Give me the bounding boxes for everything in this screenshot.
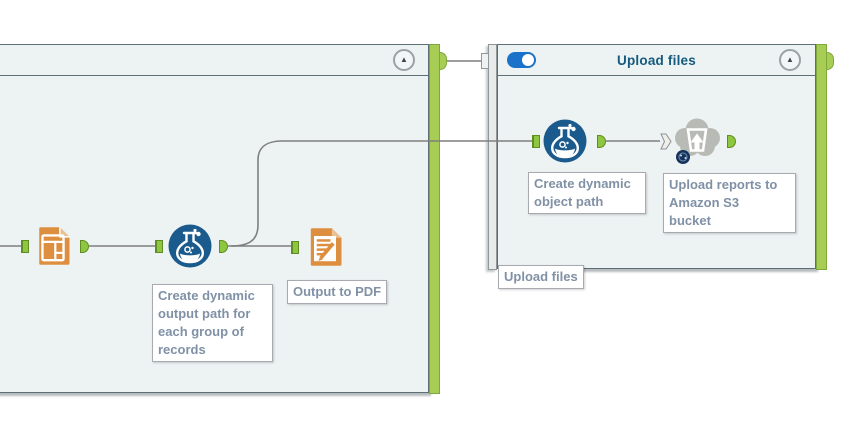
- triangle-up-icon: ▲: [400, 55, 408, 64]
- cloud-upload-bucket-icon[interactable]: [670, 116, 724, 171]
- s3-output-anchor[interactable]: [727, 135, 736, 148]
- container-name-label[interactable]: Upload files: [498, 265, 584, 289]
- render-input-anchor[interactable]: [291, 241, 299, 254]
- formula1-input-anchor[interactable]: [155, 240, 163, 253]
- container-left-header[interactable]: ▲: [0, 45, 428, 76]
- toggle-on-icon[interactable]: [507, 52, 536, 68]
- tool-annotation[interactable]: Upload reports to Amazon S3 bucket: [663, 173, 796, 233]
- formula2-input-anchor[interactable]: [532, 135, 540, 148]
- triangle-up-icon: ▲: [786, 55, 794, 64]
- s3-input-anchor[interactable]: [660, 133, 672, 155]
- collapse-button[interactable]: ▲: [393, 49, 415, 71]
- formula2-output-anchor[interactable]: [597, 135, 606, 148]
- flask-icon[interactable]: [541, 117, 589, 170]
- container-upload-input-bar: [488, 44, 497, 270]
- container-left-output-bar: [429, 44, 440, 394]
- flask-icon[interactable]: [166, 222, 214, 275]
- collapse-button[interactable]: ▲: [779, 49, 801, 71]
- container-upload-output-bar: [816, 44, 827, 270]
- container-upload-input-anchor[interactable]: [481, 53, 488, 69]
- tool-annotation[interactable]: Output to PDF: [287, 280, 388, 304]
- layout-table-document-icon[interactable]: [31, 224, 75, 273]
- layout-output-anchor[interactable]: [80, 240, 89, 253]
- layout-input-anchor[interactable]: [21, 240, 29, 253]
- container-upload-header[interactable]: Upload files ▲: [498, 45, 815, 76]
- container-title: Upload files: [617, 53, 696, 68]
- document-pen-icon[interactable]: [303, 225, 347, 274]
- tool-annotation[interactable]: Create dynamic output path for each grou…: [152, 284, 273, 362]
- wire-formula-to-upload-formula[interactable]: [230, 140, 532, 247]
- tool-annotation[interactable]: Create dynamic object path: [528, 172, 646, 214]
- formula1-output-anchor[interactable]: [219, 240, 228, 253]
